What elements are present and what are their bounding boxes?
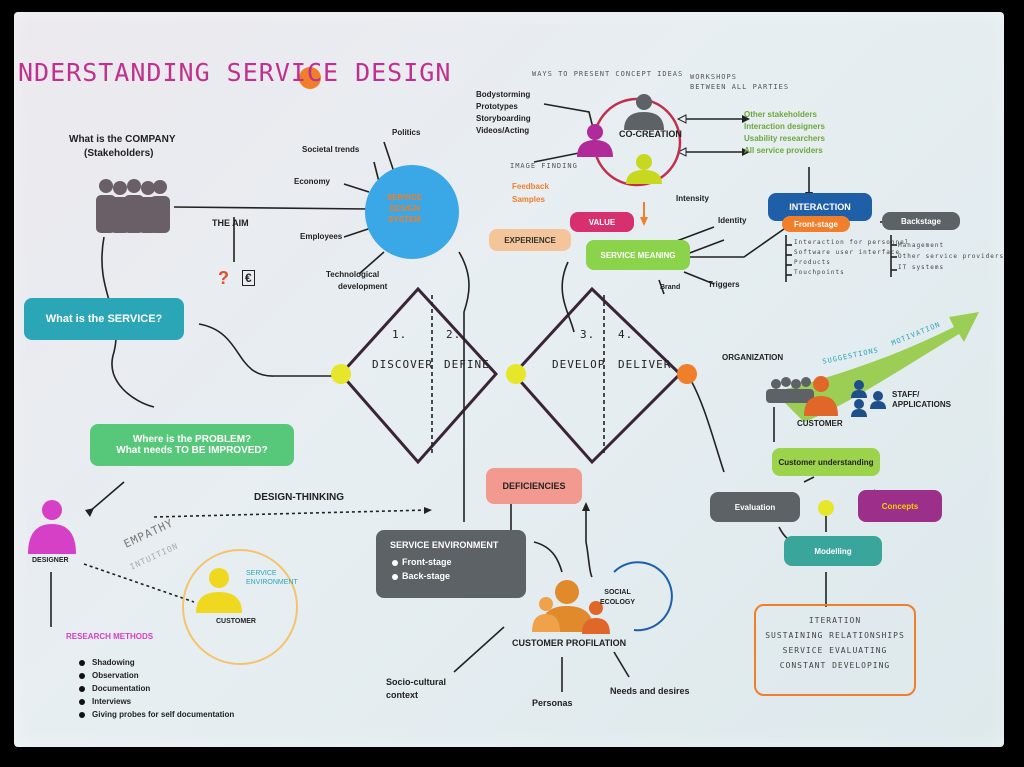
research-item: Documentation [78, 682, 234, 695]
research-item: Interviews [78, 695, 234, 708]
factor-tech-2: development [338, 282, 388, 291]
research-title: RESEARCH METHODS [66, 632, 154, 641]
phase-2-num: 2. [446, 328, 462, 341]
branch-needs: Needs and desires [610, 686, 690, 696]
deficiencies-box: DEFICIENCIES [486, 468, 582, 504]
phase-deliver: DELIVER [618, 358, 672, 371]
iteration-line: CONSTANT DEVELOPING [779, 661, 891, 670]
concept-note: WAYS TO PRESENT CONCEPT IDEAS [532, 70, 684, 78]
iteration-line: ITERATION [808, 616, 862, 625]
connector-lines [50, 67, 979, 692]
phase-discover: DISCOVER [372, 358, 433, 371]
company-question: What is the COMPANY [69, 134, 176, 145]
research-item: Observation [78, 669, 234, 682]
research-item: Giving probes for self documentation [78, 710, 235, 719]
front-stage-pill: Front-stage [782, 216, 850, 232]
iteration-line: SERVICE EVALUATING [782, 646, 888, 655]
factor-politics: Politics [392, 128, 421, 137]
cocreation-label: CO-CREATION [619, 129, 682, 139]
company-sub: (Stakeholders) [84, 148, 154, 159]
attr-intensity: Intensity [676, 194, 709, 203]
phase-develop: DEVELOP [552, 358, 606, 371]
experience-pill: EXPERIENCE [489, 229, 571, 251]
branch-personas: Personas [532, 698, 573, 708]
attr-brand: Brand [660, 284, 681, 291]
phase-4-num: 4. [618, 328, 634, 341]
service-question: What is the SERVICE? [24, 298, 184, 340]
factor-societal: Societal trends [302, 145, 360, 154]
iteration-box: ITERATION SUSTAINING RELATIONSHIPS SERVI… [754, 604, 916, 696]
service-meaning-pill: SERVICE MEANING [586, 240, 690, 270]
branch-socio-2: context [386, 690, 419, 700]
evaluation-pill: Evaluation [710, 492, 800, 522]
customer-label: CUSTOMER [216, 618, 256, 625]
page-title: NDERSTANDING SERVICE DESIGN [18, 58, 452, 87]
poster: NDERSTANDING SERVICE DESIGN What is the … [14, 12, 1004, 747]
factor-economy: Economy [294, 177, 331, 186]
branch-socio-1: Socio-cultural [386, 677, 447, 687]
staff-label: STAFF/APPLICATIONS [892, 390, 951, 409]
org-customer-label: CUSTOMER [797, 419, 843, 428]
backstage-pill: Backstage [882, 212, 960, 230]
problem-line-2: What needs TO BE IMPROVED? [116, 445, 268, 456]
customer-understanding-pill: Customer understanding [772, 448, 880, 476]
iteration-line: SUSTAINING RELATIONSHIPS [765, 631, 905, 640]
concepts-pill: Concepts [858, 490, 942, 522]
profilation-title: CUSTOMER PROFILATION [512, 638, 627, 648]
service-environment-box: SERVICE ENVIRONMENT Front-stage Back-sta… [376, 530, 526, 598]
research-item: Shadowing [78, 656, 234, 669]
designer-label: DESIGNER [32, 557, 69, 564]
service-env-title: SERVICE ENVIRONMENT [390, 540, 499, 550]
value-pill: VALUE [570, 212, 634, 232]
aim-euro: € [242, 270, 255, 286]
phase-1-num: 1. [392, 328, 408, 341]
design-thinking-label: DESIGN-THINKING [254, 492, 344, 503]
phase-3-num: 3. [580, 328, 596, 341]
service-env-back: Back-stage [402, 571, 451, 581]
service-env-front: Front-stage [402, 557, 452, 567]
phase-define: DEFINE [444, 358, 490, 371]
modelling-pill: Modelling [784, 536, 882, 566]
problem-line-1: Where is the PROBLEM? [132, 434, 252, 445]
gather-note: IMAGE FINDING [510, 162, 578, 170]
attr-triggers: Triggers [708, 280, 740, 289]
aim-label: THE AIM [212, 218, 249, 228]
factor-tech-1: Technological [326, 270, 380, 279]
attr-identity: Identity [718, 216, 747, 225]
research-list: Shadowing Observation Documentation Inte… [78, 656, 234, 721]
factor-employees: Employees [300, 232, 343, 241]
aim-question: ? [218, 268, 229, 288]
organization-label: ORGANIZATION [722, 353, 784, 362]
